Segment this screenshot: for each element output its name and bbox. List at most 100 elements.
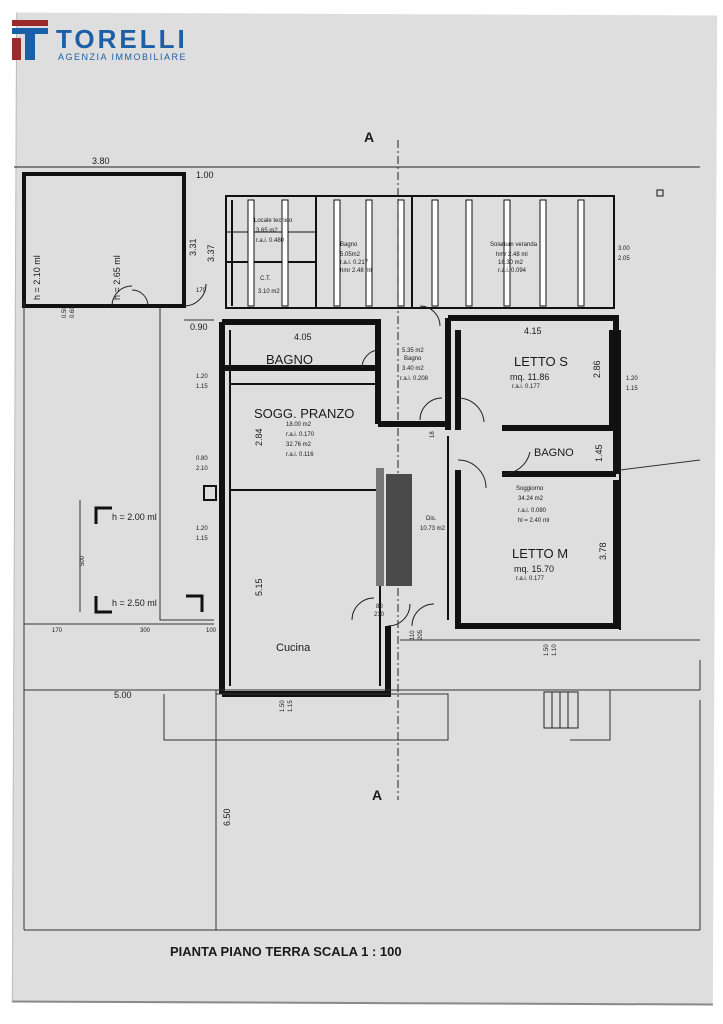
logo-subtitle: AGENZIA IMMOBILIARE <box>58 52 188 62</box>
room-label-bagno: BAGNO <box>266 352 313 367</box>
room-label-cucina: Cucina <box>276 642 311 654</box>
garage-height-2: h = 2.65 ml <box>112 255 122 300</box>
dim-284: 2.84 <box>254 428 264 446</box>
room-area-dis: 10.73 m2 <box>420 526 446 532</box>
room-rai-soggiorno-2: r.a.i. 0.080 <box>518 508 547 514</box>
dim-115c: 1.15 <box>196 536 208 542</box>
room-area2-soggiorno: 32.76 m2 <box>286 442 312 448</box>
dim-170b: 170 <box>196 288 207 294</box>
section-mark-top: A <box>364 129 374 145</box>
door-swings <box>111 283 531 627</box>
dim-115d: 1.15 <box>288 700 294 712</box>
dim-210b: 210 <box>374 612 385 618</box>
room-rai-bagno-center: r.a.i. 0.208 <box>400 376 429 382</box>
dim-18: 18 <box>430 431 436 438</box>
dim-110: 1.10 <box>552 644 558 656</box>
dim-170: 170 <box>52 628 63 634</box>
garage-height-1: h = 2.10 ml <box>32 255 42 300</box>
room-h-soggiorno-2: hl = 2.40 ml <box>518 518 549 524</box>
garage <box>22 172 186 308</box>
logo: TORELLI AGENZIA IMMOBILIARE <box>12 20 212 62</box>
room-label-dis: Dis. <box>426 516 437 522</box>
dim-205: 2.05 <box>618 256 630 262</box>
room-rai-letto-s: r.a.i. 0.177 <box>512 384 541 390</box>
dim-650: 6.50 <box>222 808 232 826</box>
dim-415: 4.15 <box>524 326 542 336</box>
dim-100b: 100 <box>206 628 217 634</box>
dim-145: 1.45 <box>594 444 604 462</box>
room-rai-solarium: r.a.i. 0.094 <box>498 268 527 274</box>
room-area2-bagno-center: 3.40 m2 <box>402 366 424 372</box>
dim-500v: 500 <box>80 555 86 566</box>
dim-205b: 205 <box>418 629 424 640</box>
room-label-soggiorno-2: Soggiorno <box>516 486 544 492</box>
room-rai-soggiorno: r.a.i. 0.170 <box>286 432 315 438</box>
room-label-locale-tecnico: Locale tecnico <box>254 218 293 224</box>
room-label-letto-m: LETTO M <box>512 546 568 561</box>
dim-500: 5.00 <box>114 690 132 700</box>
dim-110b: 110 <box>410 630 416 640</box>
room-area-locale-tecnico: 3.65 m2 <box>256 228 278 234</box>
dim-120c: 1.20 <box>196 526 208 532</box>
room-label-soggiorno: SOGG. PRANZO <box>254 406 354 421</box>
room-area-letto-s: mq. 11.86 <box>510 372 549 382</box>
room-rai-locale-tecnico: r.a.i. 0.480 <box>256 238 285 244</box>
veranda-block <box>225 195 615 309</box>
chimney-edge <box>376 468 384 586</box>
terrace-outlines <box>23 300 701 931</box>
dim-060: 0.60 <box>70 306 76 318</box>
stair-height-1: h = 2.00 ml <box>112 512 157 522</box>
dim-100: 1.00 <box>196 170 214 180</box>
chimney-block <box>386 474 412 586</box>
dim-150b: 1.50 <box>280 700 286 712</box>
room-rai-letto-m: r.a.i. 0.177 <box>516 576 545 582</box>
stair-height-2: h = 2.50 ml <box>112 598 157 608</box>
small-square-mark <box>656 189 664 197</box>
dim-120a: 1.20 <box>196 374 208 380</box>
room-h-bagno-veranda: hmr 2.48 ml <box>340 268 372 274</box>
room-rai-bagno-veranda: r.a.i. 0.217 <box>340 260 369 266</box>
dim-378: 3.78 <box>598 542 608 560</box>
room-area-bagno-center: 5.35 m2 <box>402 348 424 354</box>
dim-405: 4.05 <box>294 332 312 342</box>
room-area-solarium: 16.30 m2 <box>498 260 524 266</box>
dim-115a: 1.15 <box>196 384 208 390</box>
dim-150: 1.50 <box>544 644 550 656</box>
room-label-ct: C.T. <box>260 276 271 282</box>
room-rai2-soggiorno: r.a.i. 0.116 <box>286 452 314 458</box>
veranda-columns <box>247 199 585 307</box>
logo-mark-icon <box>12 20 48 60</box>
room-area-soggiorno: 18.00 m2 <box>286 422 312 428</box>
room-area-bagno-veranda: 5.05m2 <box>340 252 361 258</box>
room-label-solarium: Solarium veranda <box>490 242 538 248</box>
dim-050: 0.50 <box>62 306 68 318</box>
dim-300r: 3.00 <box>618 246 630 252</box>
dim-120b: 1.20 <box>626 376 638 382</box>
room-area-ct: 3.10 m2 <box>258 289 280 295</box>
room-label-bagno-veranda: Bagno <box>340 242 358 248</box>
logo-name: TORELLI <box>56 24 188 54</box>
dim-380: 3.80 <box>92 156 110 166</box>
dim-80b: 80 <box>376 604 383 610</box>
plan-title: PIANTA PIANO TERRA SCALA 1 : 100 <box>170 944 402 959</box>
room-label-bagno-center: Bagno <box>404 356 422 362</box>
dim-337: 3.37 <box>206 244 216 262</box>
inner-walls <box>229 330 621 686</box>
room-label-letto-s: LETTO S <box>514 354 568 369</box>
room-label-bagno-2: BAGNO <box>534 447 574 459</box>
dim-515: 5.15 <box>254 578 264 596</box>
dim-331: 3.31 <box>188 238 198 256</box>
exterior-stairs <box>543 691 579 729</box>
room-area-letto-m: mq. 15.70 <box>514 564 554 574</box>
dim-286: 2.86 <box>592 360 602 378</box>
dim-115b: 1.15 <box>626 386 638 392</box>
dim-210: 2.10 <box>196 466 208 472</box>
section-mark-bottom: A <box>372 787 382 803</box>
dim-300: 300 <box>140 628 151 634</box>
dim-080: 0.80 <box>196 456 208 462</box>
corner-marks <box>94 485 217 614</box>
room-area-soggiorno-2: 34.24 m2 <box>518 496 544 502</box>
room-h-solarium: hmr 2.48 ml <box>496 252 528 258</box>
dim-090: 0.90 <box>190 322 208 332</box>
